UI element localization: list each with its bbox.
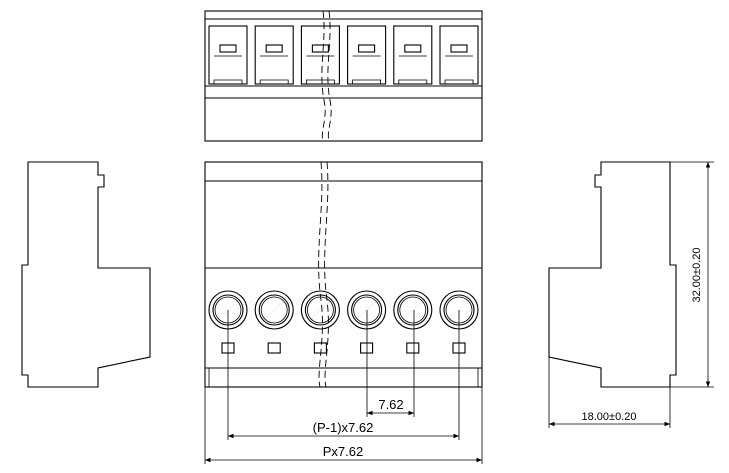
dimension-lines bbox=[204, 161, 714, 464]
test-hole bbox=[313, 342, 327, 354]
top-view bbox=[204, 10, 483, 142]
test-holes bbox=[221, 342, 466, 354]
span-dimension-label: (P-1)x7.62 bbox=[313, 420, 374, 435]
pitch-dimension-label: 7.62 bbox=[378, 397, 403, 412]
top-slot bbox=[393, 25, 433, 85]
overall-dimension-label: Px7.62 bbox=[323, 444, 363, 459]
top-slot bbox=[347, 25, 387, 85]
top-slot bbox=[439, 25, 479, 85]
front-view bbox=[204, 161, 483, 388]
top-slot bbox=[254, 25, 294, 85]
screw-terminal bbox=[393, 290, 433, 330]
top-view-slots bbox=[208, 25, 479, 85]
test-hole bbox=[267, 342, 281, 354]
depth-dimension-label: 18.00±0.20 bbox=[582, 411, 637, 423]
screw-terminal bbox=[300, 290, 340, 330]
height-dimension-label: 32.00±0.20 bbox=[691, 248, 703, 303]
screw-terminal bbox=[254, 290, 294, 330]
top-slot bbox=[208, 25, 248, 85]
screw-terminals bbox=[208, 290, 479, 330]
left-side-view bbox=[21, 161, 151, 388]
top-slot bbox=[300, 25, 340, 85]
test-hole bbox=[406, 342, 420, 354]
right-side-view bbox=[548, 161, 677, 388]
